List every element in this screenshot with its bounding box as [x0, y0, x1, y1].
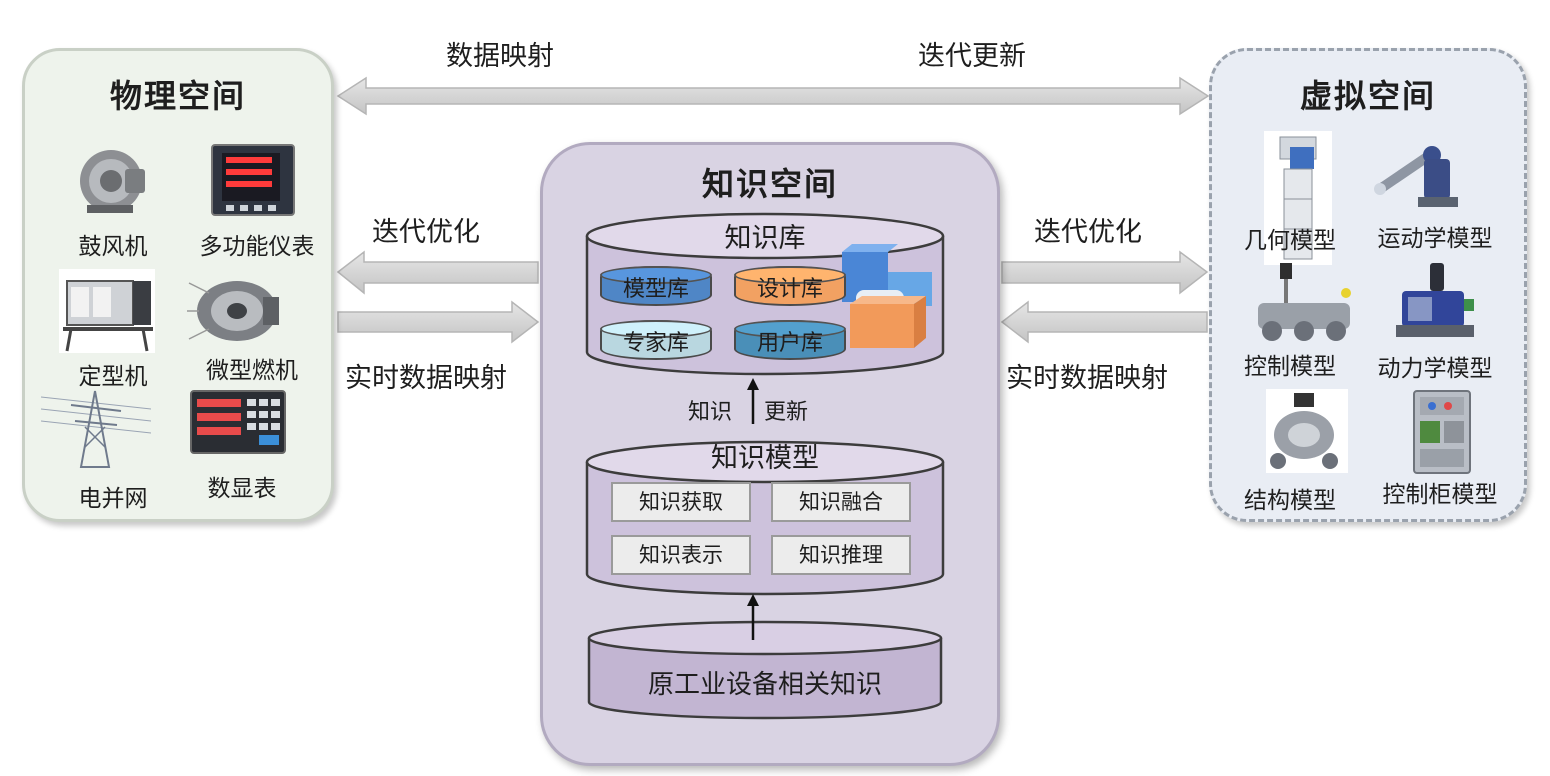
- knowledge-acquisition-box: 知识获取: [611, 482, 751, 522]
- design-library-db: 设计库: [734, 266, 846, 306]
- knowledge-label: 知识: [688, 400, 733, 425]
- dynamic-model-label: 动力学模型: [1377, 356, 1493, 382]
- blower-icon: [80, 150, 145, 213]
- multifunction-meter-label: 多功能仪表: [199, 234, 315, 260]
- setting-machine-icon: [59, 269, 155, 353]
- model-library-label: 模型库: [622, 277, 689, 302]
- source-to-model-arrow: [747, 594, 759, 640]
- expert-library-label: 专家库: [622, 331, 689, 356]
- user-library-db: 用户库: [734, 320, 846, 360]
- physical-space-panel: 物理空间 鼓风机 多功能仪表: [22, 48, 334, 522]
- left-upper-arrow: [336, 250, 539, 295]
- right-iterate-optimize-label: 迭代优化: [1034, 217, 1142, 248]
- knowledge-reasoning-box: 知识推理: [771, 535, 911, 575]
- top-right-arrow-label: 迭代更新: [918, 41, 1026, 72]
- dynamic-model-icon: [1396, 263, 1474, 337]
- virtual-space-panel: 虚拟空间 几何模型 运动学模型 控制模型 动力学模型: [1209, 48, 1527, 522]
- kinematic-model-label: 运动学模型: [1377, 226, 1493, 252]
- top-left-arrow-label: 数据映射: [446, 41, 554, 72]
- expert-library-db: 专家库: [600, 320, 712, 360]
- setting-machine-label: 定型机: [78, 364, 148, 390]
- blower-label: 鼓风机: [78, 234, 148, 260]
- micro-turbine-icon: [187, 281, 279, 341]
- control-cabinet-model-icon: [1413, 390, 1471, 474]
- model-library-db: 模型库: [600, 266, 712, 306]
- knowledge-space-title: 知识空间: [701, 165, 838, 203]
- power-grid-tower-icon: [41, 390, 151, 468]
- virtual-space-title: 虚拟空间: [1299, 77, 1436, 115]
- knowledge-model-title: 知识模型: [711, 443, 819, 474]
- structure-model-label: 结构模型: [1244, 488, 1336, 514]
- kinematic-model-icon: [1374, 146, 1458, 207]
- knowledge-fusion-box: 知识融合: [771, 482, 911, 522]
- left-realtime-mapping-label: 实时数据映射: [345, 363, 507, 394]
- user-library-label: 用户库: [756, 331, 823, 356]
- geometric-model-icon: [1264, 131, 1332, 265]
- digital-display-meter-icon: [190, 390, 286, 454]
- digital-display-meter-label: 数显表: [207, 476, 277, 502]
- knowledge-blocks-icon: [842, 244, 932, 348]
- control-model-icon: [1258, 263, 1351, 341]
- power-grid-label: 电并网: [78, 486, 148, 512]
- source-knowledge-cylinder: [587, 620, 943, 720]
- right-lower-arrow: [1000, 300, 1208, 344]
- control-model-label: 控制模型: [1244, 354, 1336, 380]
- right-realtime-mapping-label: 实时数据映射: [1006, 363, 1168, 394]
- left-lower-arrow: [337, 300, 540, 344]
- physical-space-title: 物理空间: [109, 77, 246, 115]
- geometric-model-label: 几何模型: [1244, 228, 1336, 254]
- design-library-label: 设计库: [756, 277, 823, 302]
- left-iterate-optimize-label: 迭代优化: [372, 217, 480, 248]
- update-arrow: [747, 378, 759, 424]
- multifunction-meter-icon: [211, 144, 295, 216]
- knowledge-base-title: 知识库: [724, 223, 806, 254]
- right-upper-arrow: [1001, 250, 1209, 295]
- update-label: 更新: [764, 400, 809, 425]
- knowledge-representation-box: 知识表示: [611, 535, 751, 575]
- control-cabinet-model-label: 控制柜模型: [1382, 482, 1498, 508]
- structure-model-icon: [1266, 389, 1348, 473]
- source-knowledge-label: 原工业设备相关知识: [647, 670, 882, 700]
- micro-turbine-label: 微型燃机: [206, 358, 298, 384]
- top-double-arrow: [336, 76, 1210, 116]
